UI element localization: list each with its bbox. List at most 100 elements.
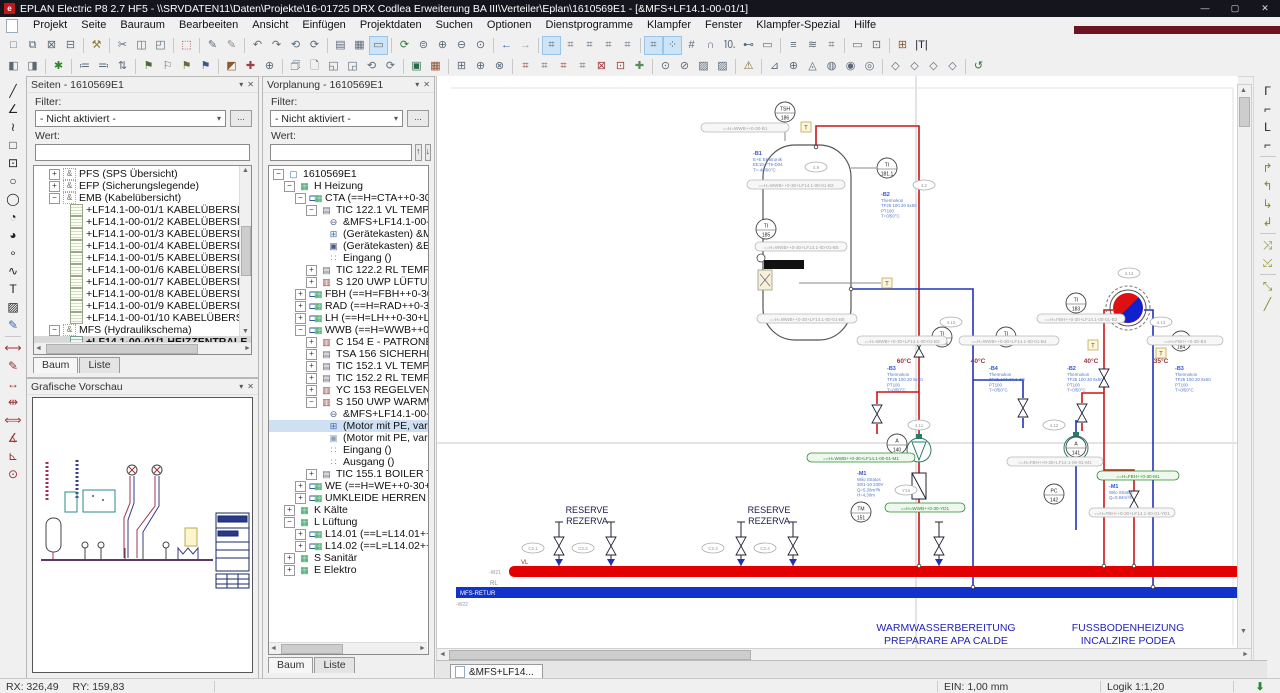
tree-item[interactable]: ⊞(Motor mit PE, vari bbox=[269, 420, 428, 432]
new-doc-icon[interactable]: 🗋 bbox=[305, 57, 324, 76]
tree-item[interactable]: +LF14.1-00-01/3 KABELÜBERSICHT bbox=[34, 228, 251, 240]
cut-icon[interactable]: ✂ bbox=[113, 36, 132, 55]
undo-icon[interactable]: ↶ bbox=[248, 36, 267, 55]
triangle-tool-icon[interactable]: ⊿ bbox=[765, 57, 784, 76]
rect-rounded-tool-icon[interactable]: ⊡ bbox=[4, 154, 22, 172]
zoom-page-icon[interactable]: ⊙ bbox=[471, 36, 490, 55]
cable-new-icon[interactable]: ⊕ bbox=[471, 57, 490, 76]
expand-icon[interactable]: + bbox=[306, 469, 317, 480]
lock-icon[interactable]: ⊜ bbox=[414, 36, 433, 55]
collapse-icon[interactable]: − bbox=[306, 397, 317, 408]
point-tool-icon[interactable]: ∘ bbox=[4, 244, 22, 262]
valve-symbol[interactable] bbox=[606, 537, 616, 555]
page-preview-icon[interactable]: ▤ bbox=[331, 36, 350, 55]
menu-projekt[interactable]: Projekt bbox=[26, 17, 74, 34]
paste-page-icon[interactable]: ◱ bbox=[324, 57, 343, 76]
expand-icon[interactable]: + bbox=[306, 265, 317, 276]
grid-b-icon[interactable]: ⌗ bbox=[561, 36, 580, 55]
corner-bl-icon[interactable]: L bbox=[1259, 118, 1277, 136]
clip-view-icon[interactable]: ⊘ bbox=[675, 57, 694, 76]
panel-close-icon[interactable]: ✕ bbox=[247, 382, 254, 391]
tree-item[interactable]: −⊏▦CTA (==H=CTA++0-30+LF bbox=[269, 192, 428, 204]
menu-einf-gen[interactable]: Einfügen bbox=[295, 17, 352, 34]
print-icon[interactable]: ⊟ bbox=[61, 36, 80, 55]
tree-item[interactable]: +▦K Kälte bbox=[269, 504, 428, 516]
panel-pin-icon[interactable]: ▾ bbox=[239, 382, 243, 391]
menu-bearbeeiten[interactable]: Bearbeeiten bbox=[172, 17, 245, 34]
close-button[interactable]: ✕ bbox=[1250, 0, 1280, 17]
dim-edit-icon[interactable]: ✎ bbox=[4, 357, 22, 375]
tree-item[interactable]: +▤TSA 156 SICHERHEITST bbox=[269, 348, 428, 360]
collapse-icon[interactable]: − bbox=[284, 181, 295, 192]
rect-tool-icon[interactable]: □ bbox=[4, 136, 22, 154]
menu-optionen[interactable]: Optionen bbox=[480, 17, 539, 34]
expand-icon[interactable]: + bbox=[306, 277, 317, 288]
dim-linear-icon[interactable]: ⟷ bbox=[4, 339, 22, 357]
insert-symbol-icon[interactable]: ✚ bbox=[241, 57, 260, 76]
edit-terminal-icon[interactable]: ▣ bbox=[407, 57, 426, 76]
flag-c-icon[interactable]: ⚑ bbox=[196, 57, 215, 76]
redo-list-icon[interactable]: ⟳ bbox=[305, 36, 324, 55]
sector-tool-icon[interactable]: ◕ bbox=[4, 226, 22, 244]
forward-icon[interactable]: → bbox=[516, 36, 535, 55]
next-page-icon[interactable]: ◨ bbox=[23, 57, 42, 76]
swap-icon[interactable]: ⟲ bbox=[362, 57, 381, 76]
collapse-icon[interactable]: − bbox=[284, 517, 295, 528]
delete-selection-icon[interactable]: ⬚ bbox=[177, 36, 196, 55]
add-item-icon[interactable]: ✚ bbox=[630, 57, 649, 76]
flag-b-icon[interactable]: ⚑ bbox=[177, 57, 196, 76]
new-function-icon[interactable]: ✱ bbox=[49, 57, 68, 76]
tree-item[interactable]: +▤TIC 152.2 RL TEMPERA bbox=[269, 372, 428, 384]
search-up-button[interactable]: ↑ bbox=[415, 144, 422, 161]
curve-tool-icon[interactable]: ≀ bbox=[4, 118, 22, 136]
renumber-icon[interactable]: ≕ bbox=[94, 57, 113, 76]
tree-item[interactable]: −&MFS (Hydraulikschema) bbox=[34, 324, 251, 336]
tree-item[interactable]: −▤TIC 122.1 VL TEMPERAT bbox=[269, 204, 428, 216]
vorplanung-filter-browse-button[interactable]: ... bbox=[407, 110, 429, 127]
dim-radius-icon[interactable]: ⊾ bbox=[4, 447, 22, 465]
grid-a-icon[interactable]: ⌗ bbox=[542, 36, 561, 55]
valve-symbol[interactable] bbox=[788, 537, 798, 555]
menu-hilfe[interactable]: Hilfe bbox=[847, 17, 883, 34]
canvas-vscrollbar[interactable]: ▲ ▼ bbox=[1237, 84, 1252, 649]
minimize-button[interactable]: — bbox=[1190, 0, 1220, 17]
tree-item[interactable]: +LF14.1-00-01/2 KABELÜBERSICHT bbox=[34, 216, 251, 228]
expand-icon[interactable]: + bbox=[295, 529, 306, 540]
tree-item[interactable]: −⊏▦WWB (==H=WWB++0-30+ bbox=[269, 324, 428, 336]
collapse-icon[interactable]: − bbox=[306, 205, 317, 216]
preview-viewport[interactable] bbox=[32, 397, 253, 673]
edit-plc-icon[interactable]: ▦ bbox=[426, 57, 445, 76]
menu-suchen[interactable]: Suchen bbox=[429, 17, 480, 34]
expand-icon[interactable]: + bbox=[284, 553, 295, 564]
panel-close-icon[interactable]: ✕ bbox=[247, 80, 254, 89]
grid-on-icon[interactable]: ⌗ bbox=[644, 36, 663, 55]
open-project-icon[interactable]: ⧉ bbox=[23, 36, 42, 55]
seiten-hscrollbar[interactable]: ◄ ► bbox=[34, 342, 252, 354]
circle-tool-icon[interactable]: ○ bbox=[4, 172, 22, 190]
menu-ansicht[interactable]: Ansicht bbox=[245, 17, 295, 34]
tree-item[interactable]: −▦L Lüftung bbox=[269, 516, 428, 528]
zoom-in-icon[interactable]: ⊕ bbox=[433, 36, 452, 55]
tree-item[interactable]: ⊞(Gerätekasten) &M bbox=[269, 228, 428, 240]
expand-icon[interactable]: + bbox=[295, 289, 306, 300]
align-menu-icon[interactable]: ≡ bbox=[784, 36, 803, 55]
selected-element[interactable] bbox=[764, 260, 804, 269]
menu-klampfer[interactable]: Klampfer bbox=[640, 17, 698, 34]
new-page-icon[interactable]: □ bbox=[4, 36, 23, 55]
check-messages-icon[interactable]: ⚠ bbox=[739, 57, 758, 76]
undo-list-icon[interactable]: ⟲ bbox=[286, 36, 305, 55]
dim-angle-icon[interactable]: ∡ bbox=[4, 429, 22, 447]
collapse-icon[interactable]: − bbox=[273, 169, 284, 180]
hyperlink-tool-icon[interactable]: ✎ bbox=[4, 316, 22, 334]
seiten-filter-dropdown[interactable]: - Nicht aktiviert - ▾ bbox=[35, 110, 226, 127]
tree-item[interactable]: +LF14.1-00-01/6 KABELÜBERSICHT bbox=[34, 264, 251, 276]
copy-page-icon[interactable]: 🗇 bbox=[286, 57, 305, 76]
tree-item[interactable]: +⊏▦L14.02 (==L=L14.02++DG+ bbox=[269, 540, 428, 552]
corner-tl-icon[interactable]: Γ bbox=[1259, 82, 1277, 100]
expand-icon[interactable]: + bbox=[306, 337, 317, 348]
cable-del-icon[interactable]: ⊗ bbox=[490, 57, 509, 76]
valve-symbol[interactable] bbox=[1018, 399, 1028, 417]
tree-item[interactable]: +⊏▦LH (==H=LH++0-30+LF14 bbox=[269, 312, 428, 324]
seiten-filter-browse-button[interactable]: ... bbox=[230, 110, 252, 127]
duplicate-icon[interactable]: ◲ bbox=[343, 57, 362, 76]
